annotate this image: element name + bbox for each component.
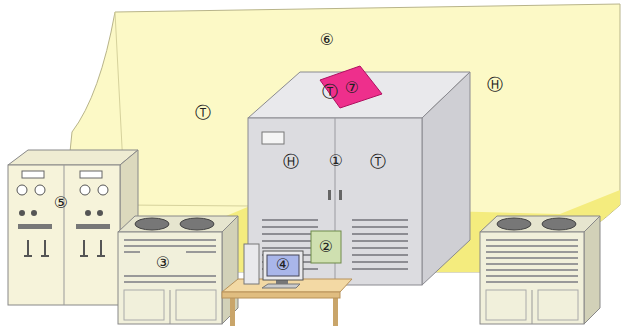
air-conditioner-unit-part-part [124,239,216,241]
air-conditioner-unit-part-part [124,245,216,247]
control-panel-part [97,210,103,216]
control-panel-part [17,185,27,195]
control-panel-part [98,185,108,195]
air-conditioner-unit-part [497,218,531,230]
computer-desk-part [222,292,340,298]
computer-desk-part [276,280,288,284]
air-conditioner-unit [480,216,600,324]
air-conditioner-unit-part-part [124,281,216,283]
test-cabinet-part-part [352,254,408,256]
air-conditioner-unit-part [584,216,600,324]
humidity-sensor-mark: Ⓗ [487,77,503,93]
temperature-sensor-mark: Ⓣ [195,105,211,121]
control-panel-part [80,185,90,195]
computer-desk-part [267,255,299,276]
control-panel-part [80,240,88,256]
control-panel-part [41,240,49,256]
humidity-sensor-mark: Ⓗ [283,154,299,170]
computer-desk-part [333,298,338,326]
control-panel-part [76,224,110,229]
control-panel-part [24,240,32,256]
air-conditioner-unit-part-part [124,275,216,277]
test-cabinet-part-part [352,233,408,235]
test-cabinet-part-part [352,240,408,242]
control-panel-part [19,210,25,216]
control-panel-part [64,165,65,305]
computer-desk-part [244,244,259,284]
test-cabinet-part-part [262,247,318,249]
air-conditioner-unit [118,216,238,324]
computer-desk-part [222,279,352,292]
control-panel-part [35,185,45,195]
control-panel-part [22,171,44,178]
air-conditioner-unit-part-part [486,263,578,265]
test-cabinet-part-part [352,226,408,228]
test-cabinet-part [262,132,284,144]
callout-number: ⑦ [345,80,359,96]
air-conditioner-unit-part [118,232,222,324]
callout-number: ⑤ [54,195,68,211]
air-conditioner-unit-part-part [486,281,578,283]
air-conditioner-unit-part [180,218,214,230]
test-cabinet-part [248,118,422,285]
callout-number: ③ [156,255,170,271]
test-cabinet-part-part [262,233,318,235]
air-conditioner-unit-part-part [486,239,578,241]
control-panel-part [18,224,52,229]
air-conditioner-unit-part [124,240,216,282]
computer-desk [222,231,352,326]
air-conditioner-unit-part [135,218,169,230]
test-cabinet-part [320,66,382,108]
air-conditioner-unit-part [170,290,171,324]
test-cabinet-part-part [262,219,318,221]
temperature-sensor-mark: Ⓣ [322,84,338,100]
air-conditioner-unit-part-part [486,275,578,277]
callout-number: ② [319,239,333,255]
computer-desk-part [230,298,235,326]
test-cabinet [248,66,470,285]
test-cabinet-part [328,190,331,200]
control-panel-part [8,150,138,165]
callout-number: ① [329,153,343,169]
test-cabinet-part-part [352,268,408,270]
test-cabinet-part [339,190,342,200]
air-conditioner-unit-part [480,232,584,324]
air-conditioner-unit-part [542,218,576,230]
control-panel-part [8,165,120,305]
air-conditioner-unit-part-part [186,251,216,253]
air-conditioner-unit-part [118,216,238,232]
air-conditioner-unit-part-part [486,251,578,253]
air-conditioner-unit-part [176,290,216,320]
air-conditioner-unit-part [538,290,578,320]
test-cabinet-part-part [352,247,408,249]
test-cabinet-part-part [352,219,408,221]
computer-desk-part [311,231,341,263]
control-panel-part [31,210,37,216]
computer-desk-part [262,284,300,288]
air-conditioner-unit-part-part [124,251,140,253]
temperature-sensor-mark: Ⓣ [370,154,386,170]
control-panel-part [85,210,91,216]
air-conditioner-unit-part-part [486,257,578,259]
air-conditioner-unit-part [486,240,578,282]
control-panel-part [80,171,102,178]
air-conditioner-unit-part [532,290,533,324]
test-cabinet-part-part [352,261,408,263]
callout-number: ⑥ [320,32,334,48]
control-panel-part [97,240,105,256]
air-conditioner-unit-part-part [486,269,578,271]
air-conditioner-unit-part [480,216,600,232]
air-conditioner-unit-part-part [486,245,578,247]
callout-number: ④ [276,257,290,273]
air-conditioner-unit-part [124,290,164,320]
test-cabinet-part [422,72,470,285]
computer-desk-part [263,251,303,280]
air-conditioner-unit-part [486,290,526,320]
test-cabinet-part-part [262,226,318,228]
test-cabinet-part-part [262,240,318,242]
